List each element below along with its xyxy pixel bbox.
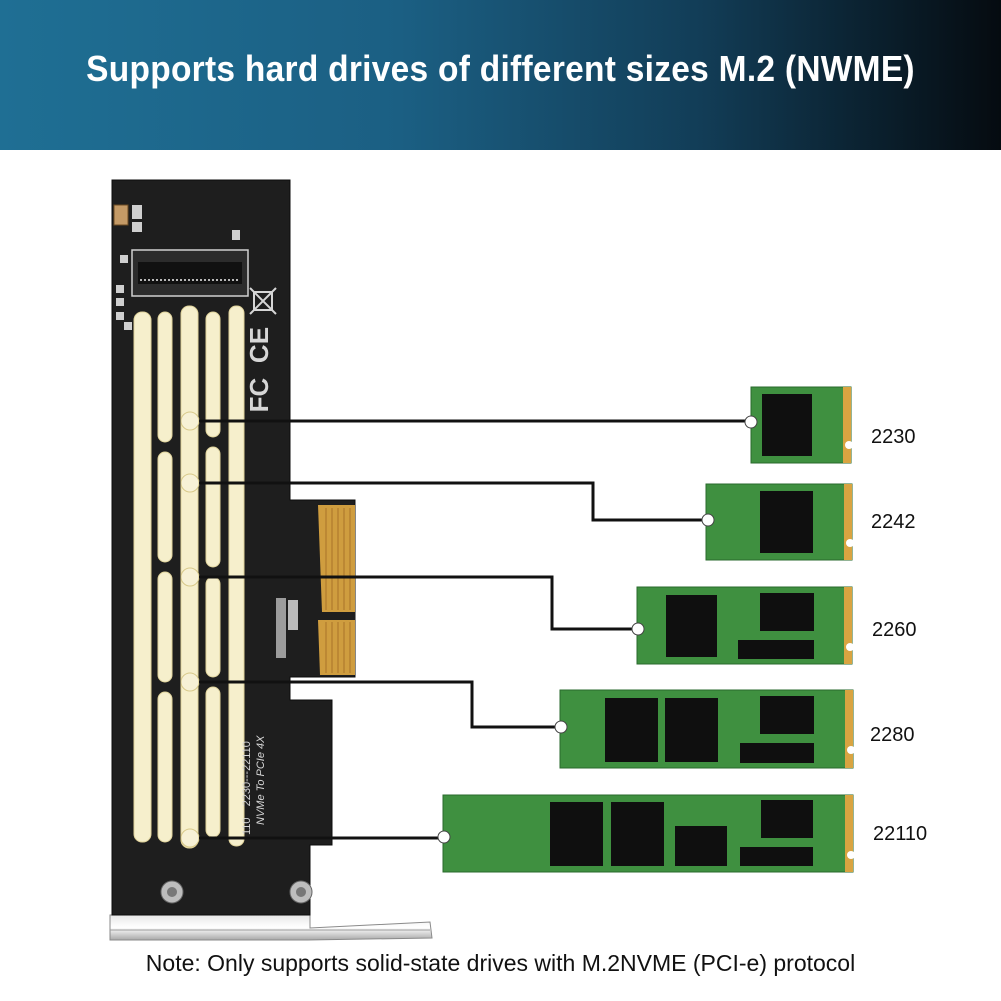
ssd-22110 <box>437 794 855 873</box>
mounting-bracket <box>109 914 433 941</box>
drive-size-label-2242: 2242 <box>871 511 916 533</box>
drive-size-label-22110: 22110 <box>873 823 928 845</box>
m2-socket <box>131 249 249 297</box>
drive-size-label-2260: 2260 <box>872 619 917 641</box>
ssd-2280 <box>554 689 855 769</box>
ssd-2230 <box>744 386 853 464</box>
drive-size-label-2280: 2280 <box>870 724 915 746</box>
card-silkscreen: 110 2230---22110 NVMe To PCIe 4X <box>241 735 267 835</box>
fc-mark-icon: FC <box>244 377 274 412</box>
silkscreen-line1: 2230---22110 <box>241 741 253 806</box>
pcie-gold-fingers <box>315 505 355 675</box>
smd-components <box>113 204 298 658</box>
standoff-posts <box>180 411 200 848</box>
ce-mark-icon: CE <box>244 327 274 363</box>
adapter-card: CE FC 110 2230---22110 NVMe To PCIe 4X <box>111 179 356 916</box>
connector-lines <box>199 419 750 840</box>
drive-size-label-2230: 2230 <box>871 426 916 448</box>
mounting-screws <box>160 880 313 904</box>
page-title: Supports hard drives of different sizes … <box>86 48 915 89</box>
silkscreen-line2: NVMe To PCIe 4X <box>255 735 267 825</box>
ssd-2242 <box>701 483 854 561</box>
header-banner: Supports hard drives of different sizes … <box>0 0 1001 150</box>
footer-note: Note: Only supports solid-state drives w… <box>145 950 856 976</box>
svg-text:110 2230---22110: 110 2230---22110 <box>241 741 253 835</box>
silkscreen-prefix: 110 <box>241 817 253 835</box>
ssd-2260 <box>631 586 854 665</box>
recycle-bin-crossed-icon <box>249 287 277 315</box>
